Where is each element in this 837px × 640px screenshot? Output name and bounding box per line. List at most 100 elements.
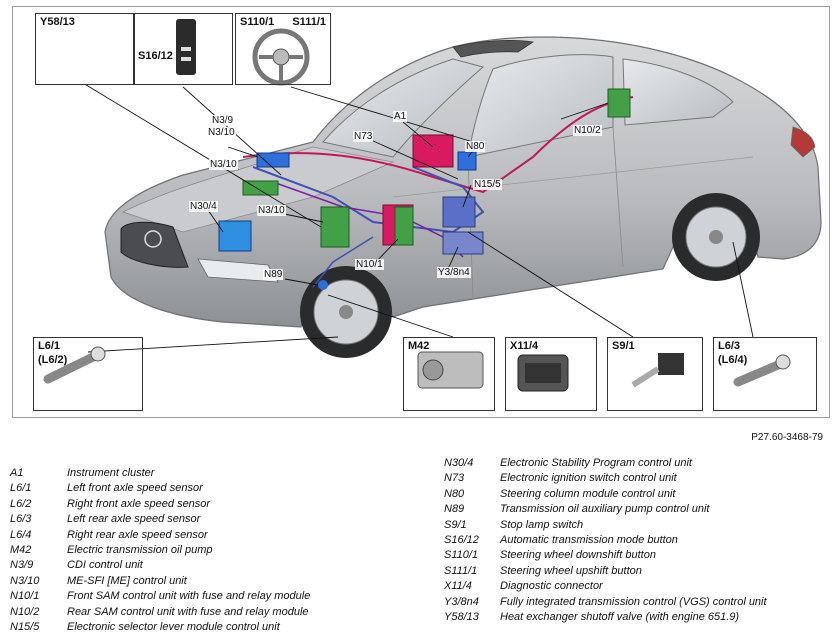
legend-description: Left rear axle speed sensor [67, 513, 201, 526]
legend-description: Fully integrated transmission control (V… [500, 595, 767, 608]
grille [120, 221, 189, 268]
callout-n89: N89 [263, 269, 284, 280]
thumb-l61: L6/1 (L6/2) [33, 337, 143, 411]
legend-description: Diagnostic connector [500, 580, 603, 593]
module-n304 [218, 220, 252, 252]
legend-code: N10/1 [10, 590, 40, 603]
legend-description: Left front axle speed sensor [67, 482, 203, 495]
thumb-l61-drawing [43, 346, 106, 384]
legend-row: M42 Electric transmission oil pump [10, 543, 310, 558]
legend-code: S111/1 [444, 564, 478, 577]
callout-s1612: S16/12 [138, 50, 173, 62]
legend-code: L6/4 [10, 528, 32, 541]
module-n80 [457, 151, 477, 171]
module-n310-b [242, 180, 279, 196]
thumb-s91: S9/1 [607, 337, 703, 411]
callout-n73: N73 [353, 131, 374, 142]
can-harness-red [242, 96, 634, 194]
rear-light [790, 126, 816, 158]
module-n39 [256, 152, 290, 168]
callout-n310-b: N3/10 [209, 159, 238, 170]
legend-description: Steering wheel downshift button [500, 549, 656, 562]
thumb-y5813: Y58/13 [35, 13, 135, 85]
thumb-steering: S110/1 S111/1 [235, 13, 331, 85]
figure-reference: P27.60-3468-79 [751, 432, 823, 443]
thumb-l63: L6/3 (L6/4) [713, 337, 817, 411]
legend-description: Right front axle speed sensor [67, 497, 211, 510]
thumb-s91-drawing [631, 353, 684, 388]
diagram-frame: Y58/13 S16/12 S110/1 S111/1 L6/1 (L6/2) … [12, 6, 830, 418]
callout-n155: N15/5 [473, 179, 502, 190]
callout-y38n4: Y3/8n4 [437, 267, 471, 278]
callout-x114: X11/4 [510, 340, 539, 352]
legend-code: Y3/8n4 [444, 595, 479, 608]
legend-description: Steering wheel upshift button [500, 564, 642, 577]
legend-code: N73 [444, 472, 465, 485]
thumb-m42: M42 [403, 337, 495, 411]
legend-description: Electronic selector lever module control… [67, 620, 280, 633]
callout-l63: L6/3 [718, 340, 741, 352]
callout-n310-a: N3/10 [207, 127, 236, 138]
module-n310 [320, 206, 350, 248]
legend-description: ME-SFI [ME] control unit [67, 574, 187, 587]
legend-code: Y58/13 [444, 610, 479, 623]
legend-code: N3/10 [10, 574, 40, 587]
legend-description: CDI control unit [67, 559, 143, 572]
legend-code: L6/1 [10, 482, 32, 495]
legend-description: Electric transmission oil pump [67, 543, 213, 556]
legend-description: Rear SAM control unit with fuse and rela… [67, 605, 309, 618]
callout-n102: N10/2 [573, 125, 602, 136]
legend-row: N3/10 ME-SFI [ME] control unit [10, 574, 310, 589]
module-n89 [318, 280, 328, 290]
module-n102 [607, 88, 631, 118]
module-n101-green [394, 206, 414, 246]
leader-lines [72, 76, 754, 353]
legend-description: Transmission oil auxiliary pump control … [500, 503, 710, 516]
legend-row: Y3/8n4 Fully integrated transmission cont… [444, 595, 767, 610]
thumb-steering-drawing [252, 28, 310, 86]
headlight [197, 258, 279, 283]
legend-code: N10/2 [10, 605, 40, 618]
legend-code: S9/1 [444, 518, 467, 531]
legend-description: Automatic transmission mode button [500, 533, 678, 546]
legend-code: S110/1 [444, 549, 479, 562]
module-a1 [412, 134, 454, 168]
legend-description: Instrument cluster [67, 467, 155, 479]
callout-n304: N30/4 [189, 201, 218, 212]
module-y38n4 [442, 231, 484, 255]
callout-y5813: Y58/13 [40, 16, 75, 28]
legend-code: N3/9 [10, 559, 34, 572]
callout-s91: S9/1 [612, 340, 635, 352]
legend-code: M42 [10, 543, 32, 556]
callout-n101: N10/1 [355, 259, 384, 270]
thumb-s1612-drawing [176, 19, 196, 75]
callout-n80: N80 [465, 141, 486, 152]
thumb-x114-drawing [517, 354, 569, 392]
callout-s1111: S111/1 [292, 16, 326, 28]
legend-row: S111/1 Steering wheel upshift button [444, 564, 767, 579]
rear-wheel [672, 193, 760, 281]
callout-n39: N3/9 [211, 115, 235, 126]
thumb-m42-drawing [417, 351, 484, 389]
module-n155 [442, 196, 476, 228]
callout-l61: L6/1 [38, 340, 61, 352]
legend-row: L6/1 Left front axle speed sensor [10, 481, 310, 496]
legend-row: S110/1 Steering wheel downshift button [444, 548, 767, 563]
legend-description: Electronic Stability Program control uni… [500, 457, 692, 469]
legend-description: Steering column module control unit [500, 487, 676, 500]
